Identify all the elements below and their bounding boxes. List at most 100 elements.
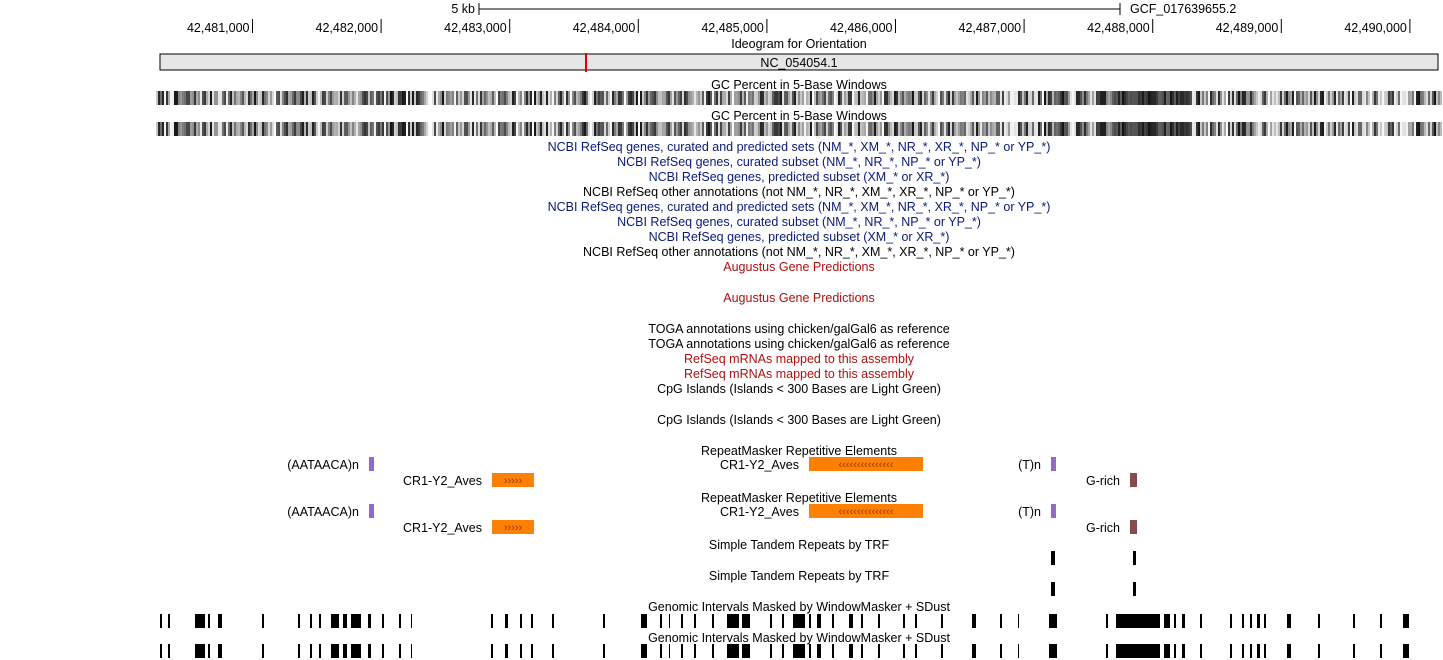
masked-interval[interactable] xyxy=(491,644,493,658)
masked-interval[interactable] xyxy=(1242,614,1244,628)
masked-interval[interactable] xyxy=(1182,644,1185,658)
track-title-repeatmasker-2[interactable]: RepeatMasker Repetitive Elements xyxy=(701,491,897,505)
masked-interval[interactable] xyxy=(1380,614,1382,628)
track-title-cpg-2[interactable]: CpG Islands (Islands < 300 Bases are Lig… xyxy=(657,413,941,427)
ideogram[interactable]: Ideogram for Orientation NC_054054.1 xyxy=(159,37,1439,72)
trf-feature[interactable] xyxy=(1133,551,1136,565)
windowmasker-track-2[interactable] xyxy=(160,644,1409,658)
track-title-trf-2[interactable]: Simple Tandem Repeats by TRF xyxy=(709,569,890,583)
chromosome-bar[interactable] xyxy=(159,53,1439,71)
masked-interval[interactable] xyxy=(603,614,605,628)
repeat-feature-cr1-mid[interactable] xyxy=(809,504,923,518)
masked-interval[interactable] xyxy=(809,644,811,658)
track-title-gc-2[interactable]: GC Percent in 5-Base Windows xyxy=(711,109,887,123)
masked-interval[interactable] xyxy=(878,614,880,628)
masked-interval[interactable] xyxy=(552,614,554,628)
repeat-label-grich[interactable]: G-rich xyxy=(1086,521,1120,535)
masked-interval[interactable] xyxy=(1200,614,1202,628)
masked-interval[interactable] xyxy=(1174,644,1176,658)
masked-interval[interactable] xyxy=(849,644,853,658)
masked-interval[interactable] xyxy=(382,644,384,658)
masked-interval[interactable] xyxy=(660,644,662,658)
masked-interval[interactable] xyxy=(681,644,683,658)
masked-interval[interactable] xyxy=(505,614,508,628)
masked-interval[interactable] xyxy=(694,644,696,658)
masked-interval[interactable] xyxy=(641,614,647,628)
masked-interval[interactable] xyxy=(832,614,834,628)
repeatmasker-track-1[interactable]: (AATAACA)n CR1-Y2_Aves ‹‹‹‹‹‹‹‹‹‹‹‹‹‹‹ (… xyxy=(287,457,1137,488)
masked-interval[interactable] xyxy=(411,614,412,628)
masked-interval[interactable] xyxy=(712,644,714,658)
masked-interval[interactable] xyxy=(941,644,943,658)
masked-interval[interactable] xyxy=(727,644,739,658)
masked-interval[interactable] xyxy=(399,644,401,658)
trf-feature[interactable] xyxy=(1133,582,1136,596)
repeat-feature-tn[interactable] xyxy=(1051,504,1056,518)
masked-interval[interactable] xyxy=(1164,644,1170,658)
track-title-ncbi-other-2[interactable]: NCBI RefSeq other annotations (not NM_*,… xyxy=(583,245,1015,259)
masked-interval[interactable] xyxy=(793,614,805,628)
repeat-feature-cr1-left[interactable] xyxy=(492,520,534,534)
masked-interval[interactable] xyxy=(368,644,371,658)
masked-interval[interactable] xyxy=(832,644,834,658)
trf-feature[interactable] xyxy=(1051,582,1055,596)
track-title-refseq-mrna-1[interactable]: RefSeq mRNAs mapped to this assembly xyxy=(684,352,915,366)
masked-interval[interactable] xyxy=(915,644,917,658)
masked-interval[interactable] xyxy=(343,644,347,658)
masked-interval[interactable] xyxy=(849,614,853,628)
masked-interval[interactable] xyxy=(793,644,805,658)
masked-interval[interactable] xyxy=(310,614,312,628)
masked-interval[interactable] xyxy=(399,614,401,628)
masked-interval[interactable] xyxy=(1257,614,1260,628)
masked-interval[interactable] xyxy=(1403,614,1409,628)
repeat-feature-cr1-mid[interactable] xyxy=(809,457,923,471)
trf-feature[interactable] xyxy=(1051,551,1055,565)
masked-interval[interactable] xyxy=(817,644,821,658)
masked-interval[interactable] xyxy=(903,614,905,628)
masked-interval[interactable] xyxy=(669,614,670,628)
track-title-ncbi-predicted-1[interactable]: NCBI RefSeq genes, predicted subset (XM_… xyxy=(649,170,950,184)
track-title-ncbi-curated-2[interactable]: NCBI RefSeq genes, curated subset (NM_*,… xyxy=(617,215,981,229)
masked-interval[interactable] xyxy=(669,644,670,658)
masked-interval[interactable] xyxy=(1230,644,1232,658)
masked-interval[interactable] xyxy=(218,644,222,658)
masked-interval[interactable] xyxy=(915,614,917,628)
masked-interval[interactable] xyxy=(331,614,339,628)
repeat-feature-grich[interactable] xyxy=(1130,520,1137,534)
masked-interval[interactable] xyxy=(1318,644,1320,658)
masked-interval[interactable] xyxy=(878,644,880,658)
masked-interval[interactable] xyxy=(505,644,508,658)
track-title-ncbi-all-1[interactable]: NCBI RefSeq genes, curated and predicted… xyxy=(548,140,1051,154)
masked-interval[interactable] xyxy=(1257,644,1260,658)
masked-interval[interactable] xyxy=(782,614,784,628)
masked-interval[interactable] xyxy=(1049,644,1057,658)
masked-interval[interactable] xyxy=(1287,614,1291,628)
masked-interval[interactable] xyxy=(298,614,300,628)
masked-interval[interactable] xyxy=(1380,644,1382,658)
repeat-label-cr1-left[interactable]: CR1-Y2_Aves xyxy=(403,521,482,535)
masked-interval[interactable] xyxy=(681,614,683,628)
masked-interval[interactable] xyxy=(1318,614,1320,628)
masked-interval[interactable] xyxy=(1200,644,1202,658)
masked-interval[interactable] xyxy=(1000,614,1002,628)
masked-interval[interactable] xyxy=(1018,614,1019,628)
masked-interval[interactable] xyxy=(1049,614,1057,628)
masked-interval[interactable] xyxy=(1264,644,1266,658)
repeat-label-aataaca[interactable]: (AATAACA)n xyxy=(287,505,359,519)
masked-interval[interactable] xyxy=(817,614,821,628)
track-title-windowmasker-1[interactable]: Genomic Intervals Masked by WindowMasker… xyxy=(648,600,950,614)
masked-interval[interactable] xyxy=(1353,614,1355,628)
masked-interval[interactable] xyxy=(1174,614,1176,628)
repeat-label-cr1-mid[interactable]: CR1-Y2_Aves xyxy=(720,505,799,519)
masked-interval[interactable] xyxy=(1164,614,1170,628)
masked-interval[interactable] xyxy=(520,644,522,658)
masked-interval[interactable] xyxy=(1018,644,1019,658)
masked-interval[interactable] xyxy=(712,614,714,628)
masked-interval[interactable] xyxy=(160,644,162,658)
track-title-repeatmasker-1[interactable]: RepeatMasker Repetitive Elements xyxy=(701,444,897,458)
masked-interval[interactable] xyxy=(168,614,170,628)
masked-interval[interactable] xyxy=(411,644,412,658)
trf-track-2[interactable] xyxy=(1051,582,1136,596)
masked-interval[interactable] xyxy=(319,614,321,628)
masked-interval[interactable] xyxy=(770,644,772,658)
